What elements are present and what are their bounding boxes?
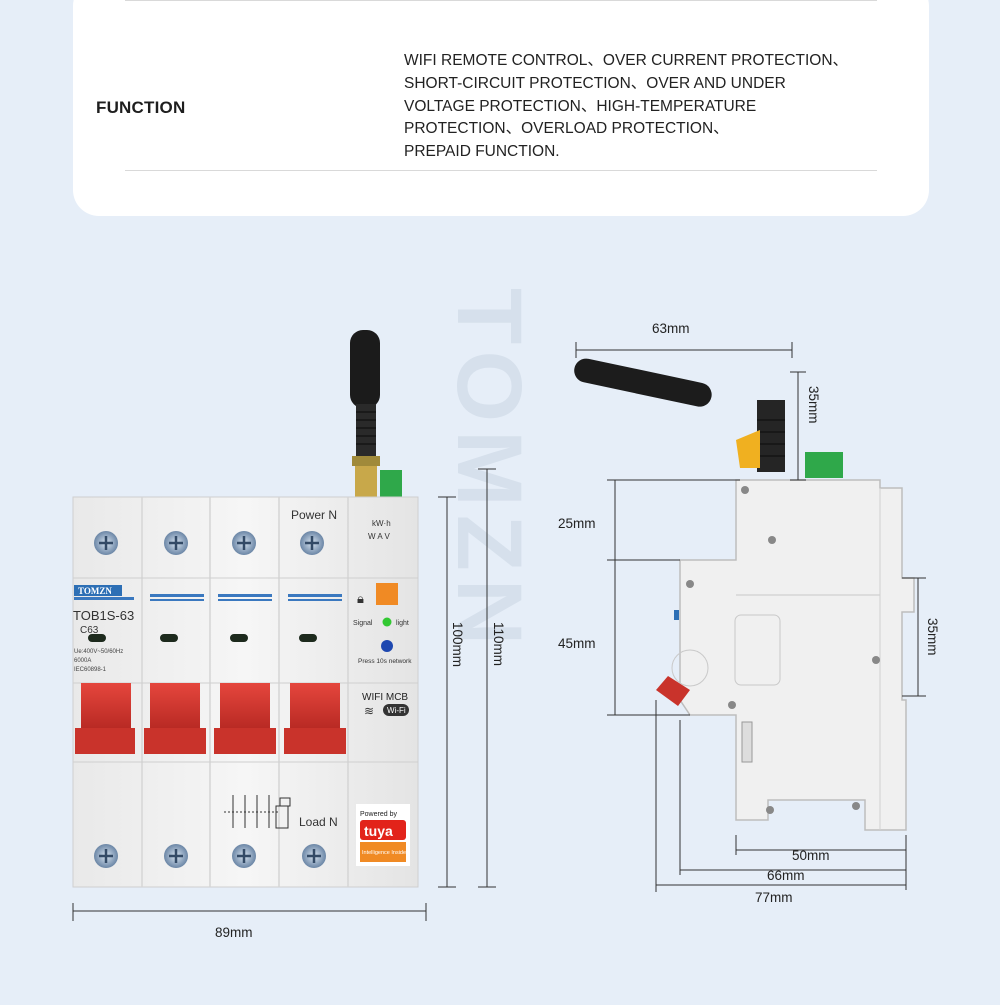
power-label: Power N: [291, 508, 337, 522]
spec-line-1: Ue:400V~50/60Hz: [74, 649, 123, 655]
signal-label: Signal: [353, 620, 373, 627]
side-dim-25: 25mm: [558, 516, 596, 531]
front-height-dim-100: 100mm: [450, 622, 465, 668]
side-view: [574, 358, 915, 831]
rating-label: C63: [80, 625, 99, 636]
bottom-screws: [94, 844, 326, 868]
side-dim-35-antenna: 35mm: [806, 386, 821, 424]
bottom-divider: [125, 170, 877, 171]
front-height-dim-110: 110mm: [491, 622, 506, 667]
spec-line-2: 6000A: [74, 658, 91, 664]
wifi-badge: Wi-Fi: [387, 706, 406, 715]
light-label: light: [396, 620, 409, 627]
wifi-icon: ≋: [364, 704, 374, 718]
load-label: Load N: [299, 815, 338, 829]
network-button: [381, 640, 393, 652]
front-width-dim: 89mm: [215, 925, 253, 940]
function-line: VOLTAGE PROTECTION、HIGH-TEMPERATURE: [404, 97, 757, 115]
function-line: PREPAID FUNCTION.: [404, 143, 560, 161]
function-card: [73, 0, 929, 216]
front-antenna: [350, 330, 402, 498]
press-label: Press 10s network: [358, 658, 412, 665]
wav-label: W A V: [368, 532, 390, 541]
kwh-label: kW·h: [372, 519, 391, 528]
side-dim-45: 45mm: [558, 636, 596, 651]
side-dim-50: 50mm: [792, 848, 830, 863]
intelligence-inside: Intelligence Inside: [362, 850, 406, 856]
watermark: TOMZN: [438, 288, 540, 653]
side-dim-77: 77mm: [755, 890, 793, 905]
tuya-logo: tuya: [364, 823, 393, 839]
signal-led: [382, 617, 392, 627]
brand-label: TOMZN: [78, 586, 112, 596]
lock-icon: 🔒︎: [357, 591, 364, 606]
top-screws: [94, 531, 324, 555]
side-dim-35-right: 35mm: [925, 618, 940, 656]
config-button: [376, 583, 398, 605]
function-label: FUNCTION: [96, 98, 186, 117]
function-line: PROTECTION、OVERLOAD PROTECTION、: [404, 120, 729, 138]
wifi-mcb-label: WIFI MCB: [362, 692, 408, 703]
front-breaker-body: TOMZN TOB1S-63 C63 Ue:400V~50/60Hz 6000A…: [72, 496, 419, 888]
side-dim-66: 66mm: [767, 868, 805, 883]
side-dim-63: 63mm: [652, 321, 690, 336]
function-line: SHORT-CIRCUIT PROTECTION、OVER AND UNDER: [404, 74, 786, 92]
circuit-diagram: [224, 795, 291, 829]
side-dimensions: [575, 342, 926, 892]
model-label: TOB1S-63: [73, 608, 134, 623]
red-handles: [75, 683, 346, 754]
top-divider: [125, 0, 877, 1]
front-dimensions: [72, 468, 496, 921]
function-description: WIFI REMOTE CONTROL、OVER CURRENT PROTECT…: [404, 50, 849, 164]
function-line: WIFI REMOTE CONTROL、OVER CURRENT PROTECT…: [404, 52, 849, 69]
powered-by: Powered by: [360, 811, 397, 818]
spec-line-3: IEC60898-1: [74, 667, 107, 673]
